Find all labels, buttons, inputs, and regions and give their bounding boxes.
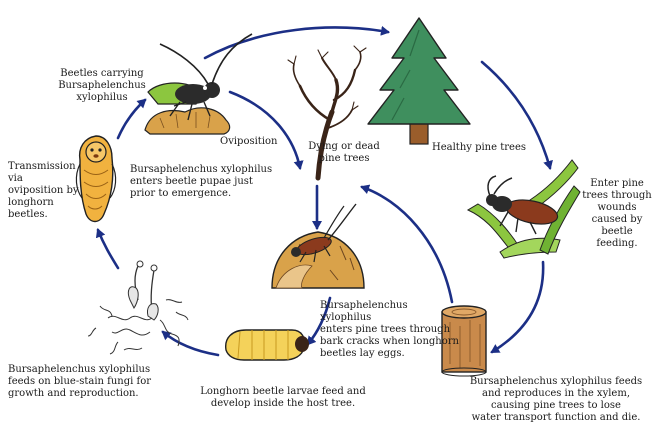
- arrow-larva-to-fungi: [161, 330, 220, 357]
- arrow-beetle-to-pine: [203, 25, 390, 60]
- pupa-icon: [75, 135, 117, 223]
- beetle-on-soil-icon: [144, 33, 253, 135]
- label-enter-wounds: Enter pine trees through wounds caused b…: [582, 178, 652, 249]
- log-stump-icon: [441, 305, 487, 377]
- label-bark-cracks: Bursaphelenchus xylophilus enters pine t…: [320, 300, 459, 359]
- label-transmission: Transmission via oviposition by longhorn…: [8, 161, 79, 220]
- beetle-on-leaves-icon: [466, 159, 581, 259]
- pine-tree-icon: [367, 17, 471, 145]
- fungi-nematodes-icon: [87, 260, 189, 355]
- label-healthy-trees: Healthy pine trees: [432, 142, 526, 153]
- label-dying-trees: Dying or dead pine trees: [308, 141, 380, 164]
- larva-icon: [225, 329, 309, 361]
- beetle-on-bark-icon: [271, 203, 365, 289]
- arrow-fungi-to-pupa: [95, 228, 120, 270]
- arrow-log-to-deadtree: [360, 184, 454, 304]
- cycle-arrows: [95, 25, 553, 357]
- arrow-pupa-to-beetle: [116, 98, 147, 140]
- arrow-leaves-to-log: [490, 260, 545, 354]
- arrow-bark-to-larva: [306, 296, 332, 346]
- arrow-beetle-to-deadtree: [228, 90, 304, 170]
- dead-tree-icon: [287, 45, 367, 181]
- label-xylem: Bursaphelenchus xylophilus feeds and rep…: [469, 376, 643, 423]
- label-feeds-fungi: Bursaphelenchus xylophilus feeds on blue…: [8, 364, 152, 399]
- label-larvae-feed: Longhorn beetle larvae feed and develop …: [200, 386, 366, 409]
- arrow-pine-to-leaves: [480, 60, 553, 170]
- label-enters-pupae: Bursaphelenchus xylophilus enters beetle…: [130, 164, 273, 199]
- label-oviposition: Oviposition: [220, 136, 278, 147]
- label-beetles-carrying: Beetles carrying Bursaphelenchus xylophi…: [58, 68, 146, 103]
